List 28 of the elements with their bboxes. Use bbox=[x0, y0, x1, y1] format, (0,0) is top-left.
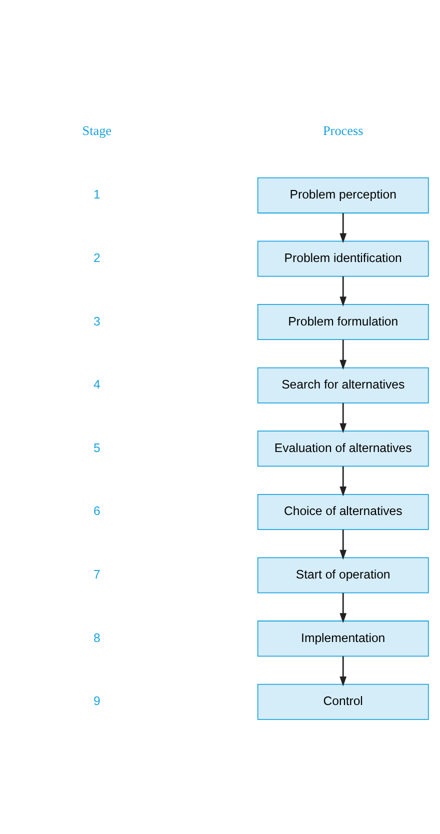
label: 5 bbox=[93, 440, 100, 455]
label: 7 bbox=[93, 568, 100, 582]
arrow bbox=[340, 592, 347, 624]
node-box: Implementation bbox=[257, 620, 429, 657]
label: 9 bbox=[93, 694, 100, 708]
arrow bbox=[340, 466, 347, 496]
label: 3 bbox=[93, 314, 100, 328]
label: Process bbox=[322, 123, 364, 138]
node-box: Start of operation bbox=[257, 557, 429, 594]
label: Stage bbox=[82, 123, 112, 138]
label: 1 bbox=[93, 188, 100, 202]
node-box: Control bbox=[257, 684, 429, 720]
node-box: Problem perception bbox=[257, 177, 429, 214]
label: 6 bbox=[93, 504, 100, 518]
label: 2 bbox=[93, 250, 100, 265]
node-box: Problem formulation bbox=[257, 304, 429, 340]
label: 8 bbox=[93, 630, 100, 645]
node-box: Choice of alternatives bbox=[257, 494, 429, 530]
node-box: Problem identification bbox=[257, 240, 429, 277]
arrow bbox=[340, 530, 347, 560]
node-box: Evaluation of alternatives bbox=[257, 430, 429, 467]
arrow bbox=[340, 656, 347, 686]
arrow bbox=[340, 403, 347, 434]
arrow bbox=[340, 213, 347, 244]
label: 4 bbox=[93, 378, 100, 392]
arrow bbox=[340, 340, 347, 370]
arrow bbox=[340, 276, 347, 306]
node-box: Search for alternatives bbox=[257, 367, 429, 404]
